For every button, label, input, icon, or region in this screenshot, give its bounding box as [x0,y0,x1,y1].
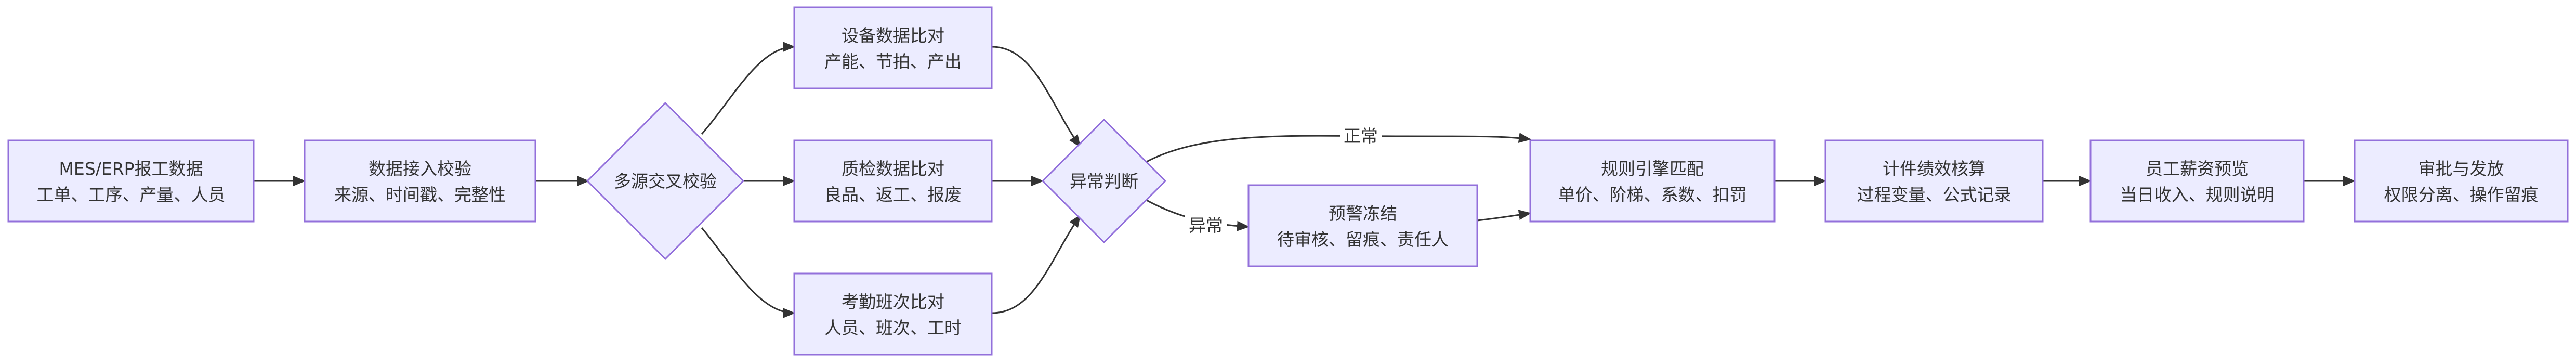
node-attendance-shift-compare: 考勤班次比对 人员、班次、工时 [793,272,993,356]
edge-device-to-anomaly [991,46,1081,148]
node-rules-subtitle: 单价、阶梯、系数、扣罚 [1558,185,1747,205]
node-anomaly-decision: 异常判断 [1041,118,1167,244]
edge-label-normal: 正常 [1340,124,1382,148]
node-quality-data-compare: 质检数据比对 良品、返工、报废 [793,139,993,223]
node-intake-title: 数据接入校验 [369,159,471,179]
edge-freeze-to-rules [1477,210,1531,222]
node-device-data-compare: 设备数据比对 产能、节拍、产出 [793,6,993,89]
edge-label-abnormal-text: 异常 [1189,215,1223,236]
node-preview-subtitle: 当日收入、规则说明 [2120,185,2275,205]
node-mes-erp-report: MES/ERP报工数据 工单、工序、产量、人员 [7,139,255,223]
node-device-title: 设备数据比对 [842,25,944,46]
node-calc-subtitle: 过程变量、公式记录 [1857,185,2012,205]
node-device-subtitle: 产能、节拍、产出 [824,51,962,72]
node-intake-subtitle: 来源、时间戳、完整性 [334,185,506,205]
node-mes-subtitle: 工单、工序、产量、人员 [37,185,226,205]
node-preview-title: 员工薪资预览 [2146,159,2249,179]
edge-attend-to-anomaly [991,214,1081,314]
node-mes-title: MES/ERP报工数据 [59,159,203,179]
node-cross-title: 多源交叉校验 [614,171,717,191]
node-piece-rate-calc: 计件绩效核算 过程变量、公式记录 [1824,139,2044,223]
edge-cross-to-device [701,42,795,135]
node-rules-title: 规则引擎匹配 [1601,159,1704,179]
node-attend-subtitle: 人员、班次、工时 [824,318,962,338]
node-data-intake-check: 数据接入校验 来源、时间戳、完整性 [304,139,536,223]
node-approve-subtitle: 权限分离、操作留痕 [2384,185,2539,205]
edge-cross-to-attend [701,227,795,318]
node-quality-title: 质检数据比对 [842,159,944,179]
edge-anomaly-to-rules [1145,133,1531,163]
edge-label-abnormal: 异常 [1185,213,1227,237]
node-rule-engine-match: 规则引擎匹配 单价、阶梯、系数、扣罚 [1529,139,1776,223]
node-approval-payout: 审批与发放 权限分离、操作留痕 [2354,139,2569,223]
node-freeze-subtitle: 待审核、留痕、责任人 [1277,229,1449,250]
node-alert-freeze: 预警冻结 待审核、留痕、责任人 [1247,184,1478,267]
node-calc-title: 计件绩效核算 [1883,159,1986,179]
node-freeze-title: 预警冻结 [1329,203,1397,224]
node-anomaly-title: 异常判断 [1070,171,1138,191]
node-multi-source-cross-check: 多源交叉校验 [586,101,745,261]
node-quality-subtitle: 良品、返工、报废 [824,185,962,205]
node-employee-pay-preview: 员工薪资预览 当日收入、规则说明 [2089,139,2305,223]
node-approve-title: 审批与发放 [2419,159,2504,179]
node-attend-title: 考勤班次比对 [842,292,944,312]
edge-label-normal-text: 正常 [1344,126,1378,146]
